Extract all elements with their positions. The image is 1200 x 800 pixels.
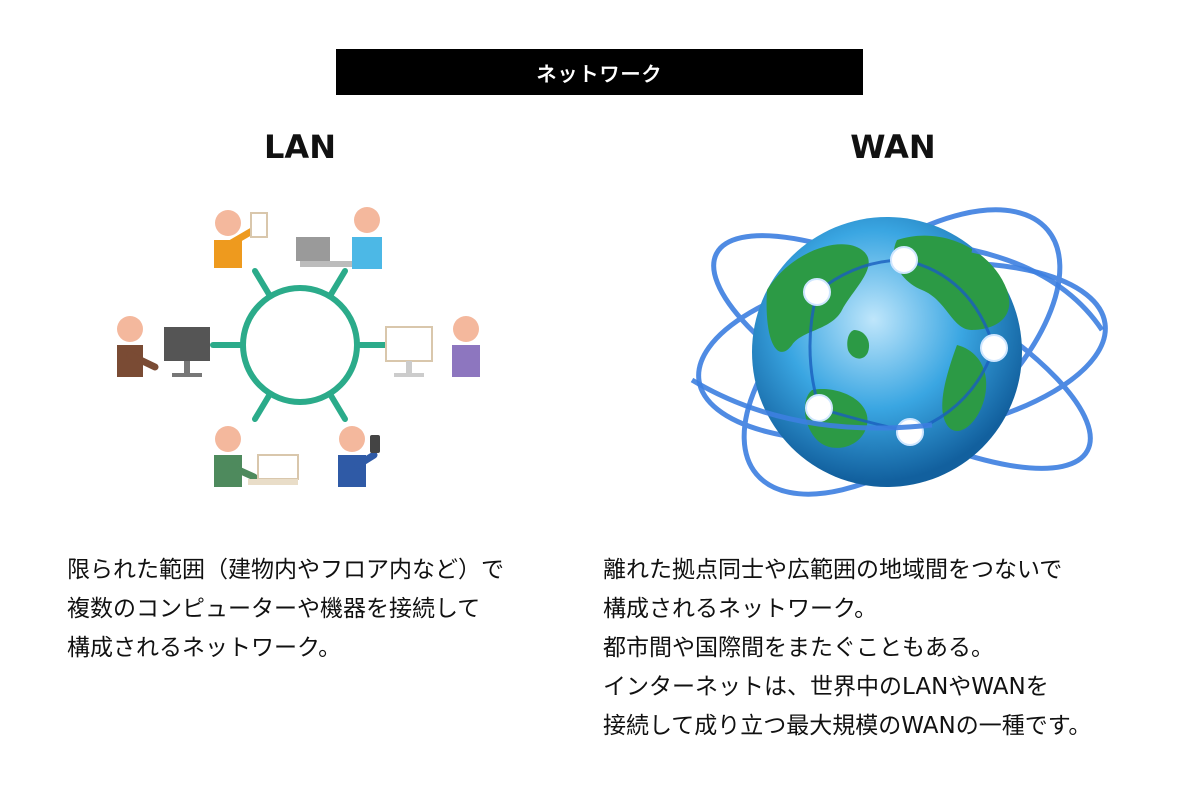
lan-hub-ring	[210, 268, 390, 422]
wan-description-line: 接続して成り立つ最大規模のWANの一種です。	[603, 713, 1092, 739]
wan-description-line: 都市間や国際間をまたぐこともある。	[603, 635, 994, 661]
page-title: ネットワーク	[336, 49, 863, 95]
wan-description-line: 構成されるネットワーク。	[603, 596, 878, 622]
lan-description-line: 構成されるネットワーク。	[67, 635, 342, 661]
person-green-laptop	[214, 426, 299, 487]
wan-description-line: 離れた拠点同士や広範囲の地域間をつないで	[603, 557, 1063, 583]
wan-description-line: インターネットは、世界中のLANやWANを	[603, 674, 1049, 700]
lan-description: 限られた範囲（建物内やフロア内など）で 複数のコンピューターや機器を接続して 構…	[67, 551, 504, 668]
lan-diagram	[117, 207, 480, 487]
wan-heading: WAN	[850, 128, 936, 166]
person-brown-desktop	[117, 316, 210, 377]
lan-description-line: 複数のコンピューターや機器を接続して	[67, 596, 481, 622]
lan-heading: LAN	[264, 128, 336, 166]
person-blue-phone	[338, 426, 380, 487]
person-skyblue-laptop	[296, 207, 382, 269]
wan-description: 離れた拠点同士や広範囲の地域間をつないで 構成されるネットワーク。 都市間や国際…	[603, 551, 1091, 746]
lan-description-line: 限られた範囲（建物内やフロア内など）で	[67, 557, 504, 583]
person-purple-desktop	[385, 316, 480, 377]
person-orange-tablet	[214, 210, 268, 268]
wan-diagram	[690, 207, 1108, 497]
